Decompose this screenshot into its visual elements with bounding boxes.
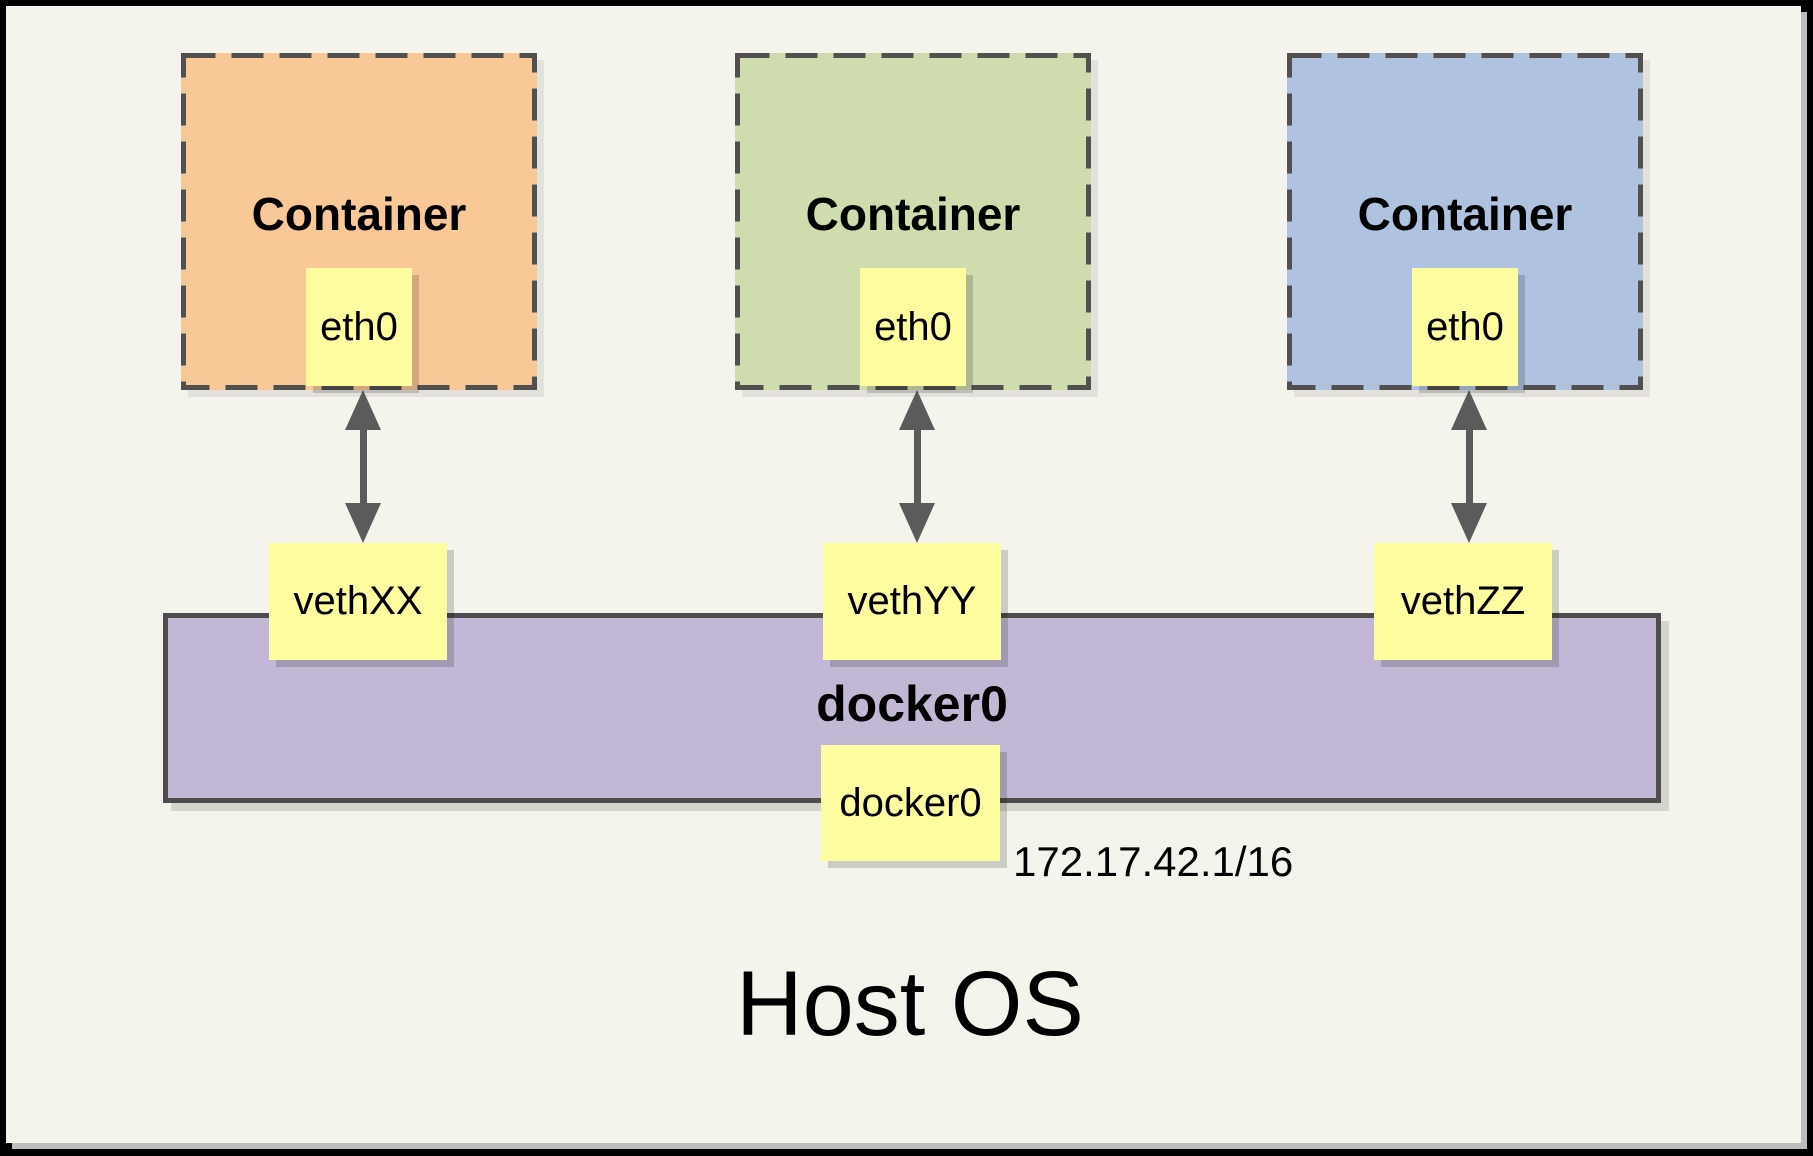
bridge-ip-label: 172.17.42.1/16 [1013, 838, 1294, 885]
container-box-1: Container eth0 [181, 53, 537, 390]
arrowhead-down-icon [1451, 503, 1487, 543]
arrow-shaft [913, 430, 921, 503]
host-os-label: Host OS [736, 953, 1084, 1055]
eth0-interface-box: eth0 [1412, 268, 1518, 386]
eth0-label: eth0 [874, 304, 952, 349]
arrowhead-up-icon [899, 390, 935, 430]
container-title: Container [251, 188, 467, 240]
eth0-veth-arrow-3 [1451, 390, 1487, 543]
arrowhead-down-icon [345, 503, 381, 543]
arrowhead-up-icon [1451, 390, 1487, 430]
container-box-3: Container eth0 [1287, 53, 1643, 390]
vethxx-label: vethXX [293, 579, 423, 623]
eth0-veth-arrow-2 [899, 390, 935, 543]
eth0-veth-arrow-1 [345, 390, 381, 543]
vethzz-box: vethZZ [1374, 543, 1552, 660]
vethyy-label: vethYY [847, 579, 977, 623]
docker0-interface-label: docker0 [839, 780, 982, 825]
container-box-2: Container eth0 [735, 53, 1091, 390]
docker0-bridge-label: docker0 [816, 676, 1008, 732]
host-os-panel: Container eth0 Container eth0 Container … [6, 6, 1801, 1143]
arrow-shaft [359, 430, 367, 503]
container-title: Container [805, 188, 1021, 240]
vethzz-label: vethZZ [1400, 579, 1526, 623]
vethxx-box: vethXX [269, 543, 447, 660]
arrow-shaft [1465, 430, 1473, 503]
arrowhead-up-icon [345, 390, 381, 430]
eth0-label: eth0 [320, 304, 398, 349]
eth0-label: eth0 [1426, 304, 1504, 349]
container-title: Container [1357, 188, 1573, 240]
eth0-interface-box: eth0 [306, 268, 412, 386]
docker0-interface-box: docker0 [821, 745, 1000, 861]
arrowhead-down-icon [899, 503, 935, 543]
eth0-interface-box: eth0 [860, 268, 966, 386]
vethyy-box: vethYY [823, 543, 1001, 660]
